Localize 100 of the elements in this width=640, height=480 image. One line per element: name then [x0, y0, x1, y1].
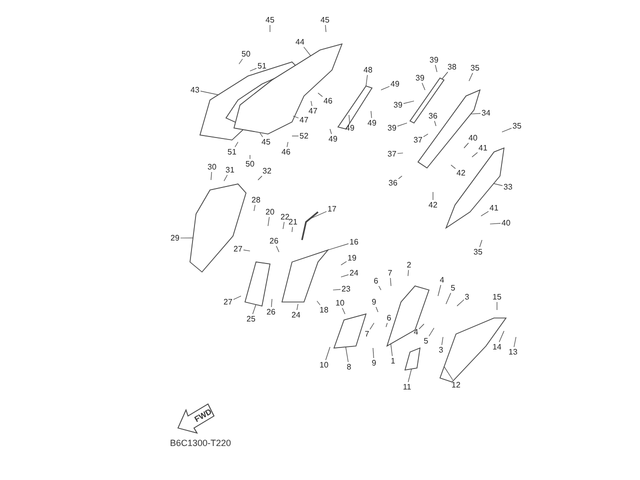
leader-line [502, 128, 512, 132]
leader-line [210, 172, 212, 180]
callout-number: 39 [388, 124, 396, 132]
callout-number: 40 [468, 134, 478, 142]
callout-number: 35 [470, 64, 480, 72]
leader-line [268, 216, 270, 226]
direction-label: FWD [192, 407, 214, 424]
leader-line [282, 222, 284, 230]
callout-number: 24 [350, 268, 358, 278]
leader-line [366, 74, 368, 86]
callout-number: 47 [308, 106, 318, 116]
callout-number: 21 [288, 218, 298, 226]
leader-line [254, 204, 256, 212]
callout-number: 35 [512, 122, 522, 130]
leader-line [397, 152, 404, 154]
callout-number: 30 [208, 162, 216, 172]
leader-line [328, 243, 349, 250]
callout-number: 13 [508, 348, 518, 356]
leader-line [325, 24, 326, 32]
leader-line [397, 122, 408, 126]
leader-line [370, 322, 374, 330]
leader-line [348, 114, 350, 124]
callout-number: 27 [234, 244, 242, 254]
callout-number: 31 [226, 166, 234, 174]
callout-number: 51 [228, 148, 236, 156]
callout-number: 35 [474, 248, 482, 256]
leader-line [496, 302, 498, 310]
callout-number: 9 [372, 358, 376, 368]
callout-number: 36 [428, 112, 438, 120]
callout-number: 45 [320, 16, 330, 24]
leader-line [498, 330, 504, 342]
callout-number: 37 [414, 136, 422, 144]
leader-line [370, 110, 372, 118]
leader-line [372, 348, 374, 358]
leader-line [250, 68, 257, 72]
callout-number: 18 [320, 306, 328, 314]
callout-number: 49 [328, 134, 338, 144]
leader-line [470, 113, 481, 114]
leader-line [345, 346, 348, 362]
leader-line [325, 346, 330, 360]
callout-number: 4 [440, 276, 444, 284]
leader-line [252, 304, 256, 314]
callout-number: 1 [390, 356, 396, 366]
leader-line [442, 336, 444, 346]
leader-line [456, 299, 464, 306]
leader-line [378, 286, 382, 290]
leader-line [390, 278, 392, 286]
callout-number: 14 [492, 342, 502, 352]
callout-number: 32 [262, 166, 272, 176]
leader-line [428, 328, 434, 336]
leader-line [276, 246, 280, 252]
callout-number: 45 [262, 138, 270, 146]
callout-number: 52 [300, 132, 308, 140]
leader-line [342, 308, 346, 314]
callout-number: 46 [282, 148, 290, 156]
callout-number: 6 [386, 314, 392, 322]
leader-line [434, 120, 436, 126]
callout-number: 37 [388, 150, 396, 158]
callout-number: 42 [428, 200, 438, 210]
plate [244, 262, 270, 306]
leader-line [376, 306, 378, 312]
leader-line [258, 176, 262, 180]
leader-line [310, 100, 312, 106]
callout-number: 49 [368, 118, 376, 128]
callout-number: 46 [324, 96, 332, 106]
callout-number: 3 [438, 346, 444, 354]
leader-line [390, 344, 393, 356]
callout-number: 10 [320, 360, 328, 370]
leader-line [422, 82, 426, 90]
leader-line [423, 134, 428, 137]
leader-line [444, 366, 454, 380]
callout-number: 41 [490, 204, 498, 212]
callout-number: 36 [388, 178, 398, 188]
callout-number: 45 [266, 16, 274, 24]
leader-line [450, 164, 456, 169]
leader-line [200, 90, 219, 96]
callout-number: 10 [336, 298, 344, 308]
callout-number: 12 [452, 380, 460, 390]
callout-number: 8 [346, 362, 352, 372]
callout-number: 49 [346, 124, 354, 132]
leader-line [438, 284, 442, 296]
sensor-part [404, 347, 420, 370]
leader-line [472, 152, 478, 158]
callout-number: 5 [450, 284, 456, 292]
leader-line [446, 292, 452, 304]
callout-number: 49 [390, 80, 400, 88]
callout-number: 22 [280, 212, 290, 222]
leader-line [479, 240, 482, 248]
callout-number: 7 [364, 330, 370, 338]
callout-number: 26 [270, 236, 278, 246]
callout-number: 51 [258, 62, 266, 70]
leader-line [292, 226, 293, 232]
callout-number: 28 [252, 196, 260, 204]
callout-number: 5 [424, 336, 428, 346]
callout-number: 39 [430, 56, 438, 64]
callout-number: 50 [242, 50, 250, 58]
leader-line [408, 368, 412, 382]
callout-number: 4 [414, 328, 418, 336]
callout-number: 50 [246, 160, 254, 168]
inner-panel [234, 43, 343, 134]
